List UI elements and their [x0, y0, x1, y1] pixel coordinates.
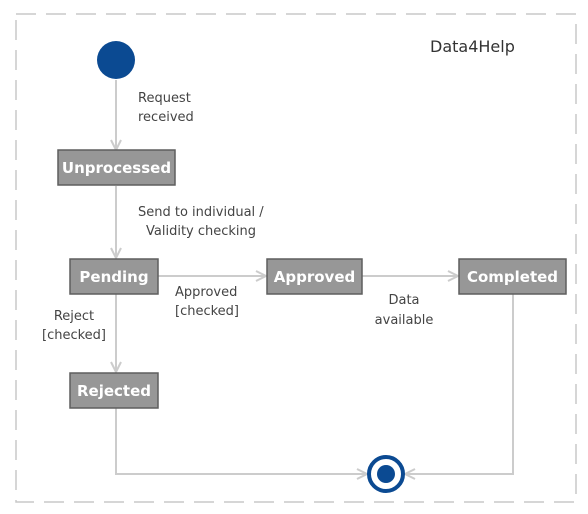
diagram-frame [15, 13, 577, 503]
final-state-node [367, 455, 405, 493]
transition-completed-to-final [405, 294, 514, 474]
state-unprocessed: Unprocessed [57, 149, 176, 186]
initial-state-node [97, 41, 135, 79]
state-rejected: Rejected [69, 372, 159, 409]
label-approved-checked-line2: [checked] [175, 304, 239, 319]
label-reject-checked-line2: [checked] [42, 328, 106, 343]
state-approved: Approved [266, 258, 363, 295]
state-rejected-label: Rejected [77, 382, 151, 400]
state-completed-label: Completed [467, 268, 558, 286]
label-send-to-individual-line2: Validity checking [146, 224, 256, 239]
label-data-available-line2: available [375, 313, 434, 328]
state-approved-label: Approved [274, 268, 355, 286]
transition-rejected-to-final [115, 408, 367, 474]
state-pending-label: Pending [79, 268, 148, 286]
state-completed: Completed [458, 258, 567, 295]
state-unprocessed-label: Unprocessed [62, 159, 171, 177]
label-request-received-line2: received [138, 110, 194, 125]
label-data-available-line1: Data [388, 293, 419, 308]
label-send-to-individual-line1: Send to individual / [138, 205, 264, 220]
label-request-received-line1: Request [138, 91, 191, 106]
diagram-title: Data4Help [430, 37, 515, 56]
label-approved-checked-line1: Approved [175, 285, 237, 300]
state-pending: Pending [69, 258, 159, 295]
label-reject-checked-line1: Reject [54, 309, 94, 324]
